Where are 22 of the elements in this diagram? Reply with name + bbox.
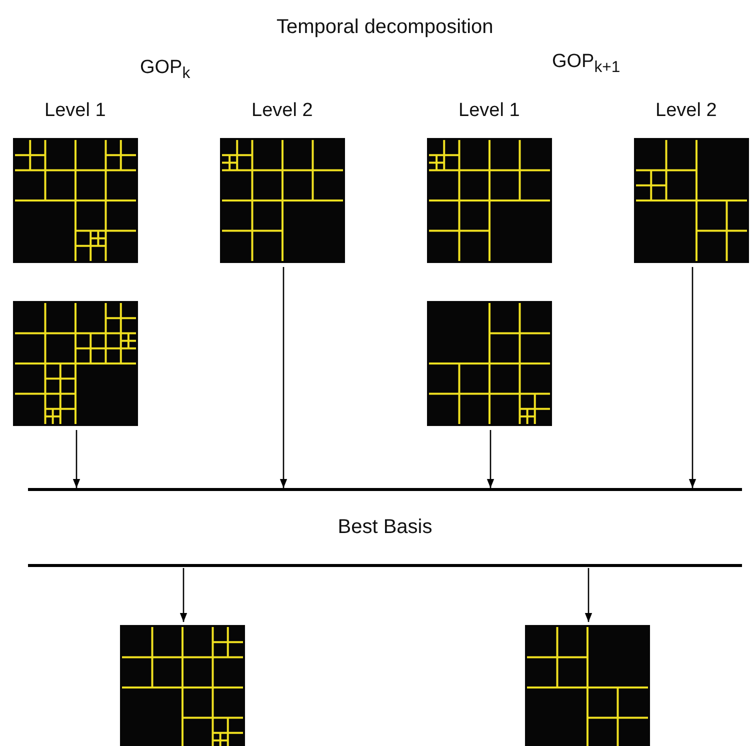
quadtree-grid-drawing xyxy=(427,138,552,263)
level-label: Level 2 xyxy=(656,101,717,122)
title: Temporal decomposition xyxy=(276,16,494,38)
level-label: Level 2 xyxy=(252,101,313,122)
quadtree-grid-drawing xyxy=(220,138,345,263)
quadtree-grid-drawing xyxy=(634,138,749,263)
arrow xyxy=(584,568,592,622)
arrow xyxy=(486,430,494,488)
quadtree-grid-drawing xyxy=(120,625,245,746)
quadtree-grid-drawing xyxy=(525,625,650,746)
arrow xyxy=(280,267,288,488)
group-label: GOP$_{k}$ xyxy=(140,58,190,82)
quadtree-grid-drawing xyxy=(427,301,552,426)
level-label: Level 1 xyxy=(458,101,520,122)
arrow xyxy=(688,267,696,488)
quadtree-grid-drawing xyxy=(13,301,138,426)
arrow xyxy=(180,568,188,622)
arrow xyxy=(72,430,80,488)
quadtree-grid-drawing xyxy=(13,138,138,263)
group-label: GOP$_{k+1}$ xyxy=(552,52,620,76)
level-label: Level 1 xyxy=(44,101,106,122)
best-basis-band: Best Basis xyxy=(28,488,742,567)
